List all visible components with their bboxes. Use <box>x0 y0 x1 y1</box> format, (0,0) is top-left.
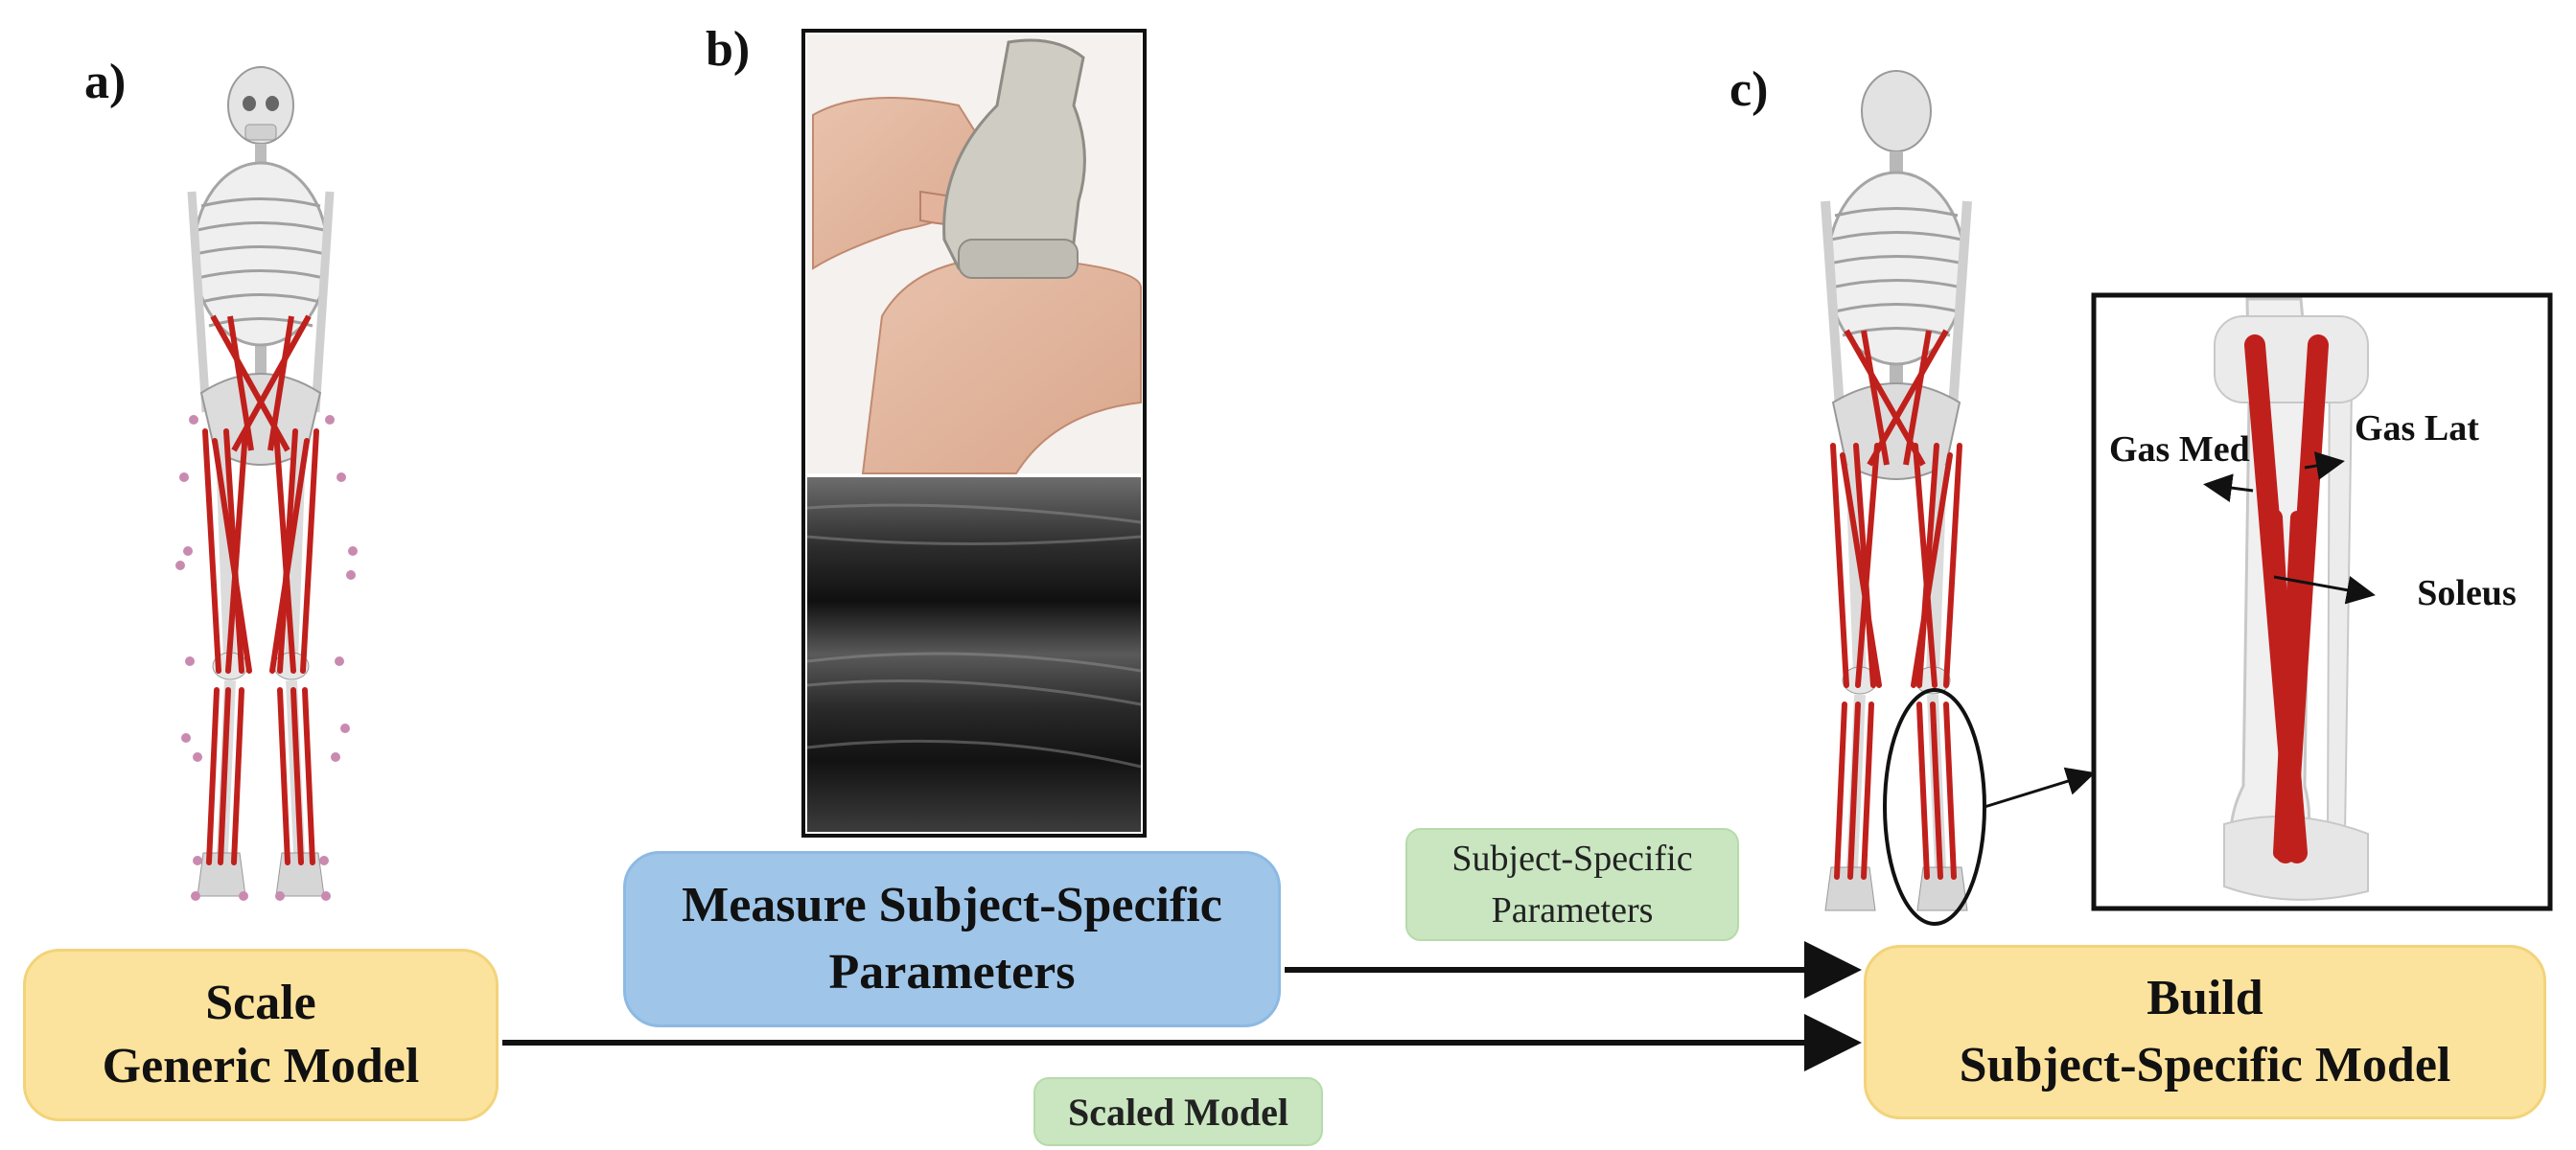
panel-label-c: c) <box>1729 62 1769 117</box>
generic-skeleton-model <box>175 66 358 901</box>
panel-label-b: b) <box>706 22 751 77</box>
subject-parameters-line2: Parameters <box>1491 890 1654 931</box>
build-model-box: Build Subject-Specific Model <box>1864 945 2546 1119</box>
scale-box-line2: Generic Model <box>102 1039 420 1093</box>
build-box-line1: Build <box>2147 971 2263 1025</box>
subject-specific-skeleton-model <box>1821 70 2096 926</box>
scale-box-line1: Scale <box>205 976 316 1030</box>
panel-label-a: a) <box>84 55 127 109</box>
calf-zoom-panel <box>2091 292 2553 911</box>
gas-med-line1: Gas <box>2109 429 2170 470</box>
subject-parameters-label: Subject-Specific Parameters <box>1405 828 1739 941</box>
scaled-model-label: Scaled Model <box>1033 1077 1323 1146</box>
gas-lat-line1: Gas <box>2355 408 2416 448</box>
measure-parameters-box: Measure Subject-Specific Parameters <box>623 851 1281 1027</box>
scale-generic-model-box: Scale Generic Model <box>23 949 499 1121</box>
measure-box-line1: Measure Subject-Specific <box>682 878 1222 932</box>
measure-box-line2: Parameters <box>828 945 1076 1000</box>
ultrasound-photo-panel <box>801 29 1147 838</box>
gas-med-line2: Med <box>2178 429 2250 470</box>
gas-med-label: Gas Med <box>2109 427 2250 472</box>
gas-lat-label: Gas Lat <box>2355 406 2479 450</box>
gas-lat-line2: Lat <box>2424 408 2479 448</box>
build-box-line2: Subject-Specific Model <box>1959 1038 2451 1092</box>
soleus-label: Soleus <box>2417 573 2517 613</box>
flow-arrows <box>502 941 1862 1071</box>
subject-parameters-line1: Subject-Specific <box>1451 839 1693 879</box>
